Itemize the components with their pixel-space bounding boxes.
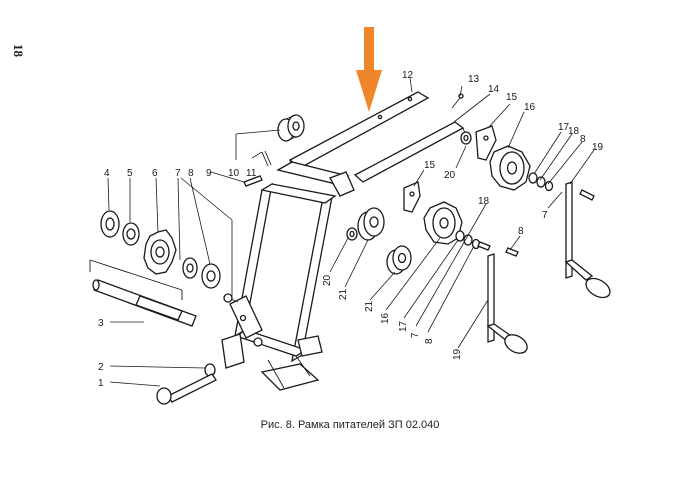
label-19: 19 (592, 142, 604, 153)
label-8: 8 (188, 168, 194, 179)
label-18b: 18 (478, 196, 490, 207)
label-5: 5 (127, 168, 133, 179)
part-4-flange (100, 210, 120, 238)
label-16b: 16 (380, 312, 391, 324)
label-17: 17 (558, 122, 570, 133)
part-15-bracket (403, 181, 421, 213)
label-9: 9 (206, 168, 212, 179)
leader-lines (107, 77, 595, 387)
part-7-bolt (223, 293, 239, 303)
part-2-nut (204, 363, 216, 377)
part-5-bearing (122, 222, 140, 246)
label-6: 6 (152, 168, 158, 179)
pointer-arrow (356, 27, 382, 112)
label-10: 10 (228, 168, 240, 179)
part-1-bolt (156, 373, 217, 405)
figure-caption: Рис. 8. Рамка питателей ЗП 02.040 (260, 419, 440, 431)
part-6-sprocket (143, 229, 177, 275)
label-18: 18 (568, 126, 580, 137)
label-8d: 8 (424, 338, 435, 344)
part-8-flange (201, 263, 221, 289)
part-labels: 1 2 3 4 5 6 7 8 9 10 11 12 13 14 15 16 1… (98, 70, 604, 389)
label-13: 13 (468, 74, 480, 85)
label-7b: 7 (542, 210, 548, 221)
label-1: 1 (98, 378, 104, 389)
label-21: 21 (338, 288, 349, 300)
label-21b: 21 (364, 300, 375, 312)
part-17-washer (455, 230, 491, 251)
part-20-washer (346, 227, 358, 241)
part-12-bar (288, 91, 430, 177)
part-16-sprocket-upper (489, 145, 531, 191)
label-2: 2 (98, 362, 104, 373)
part-13-pin (451, 93, 464, 109)
part-20-washer-upper (460, 131, 472, 145)
part-10-roller (277, 114, 305, 142)
part-7-bearing (182, 257, 198, 279)
part-21-roller (357, 207, 385, 241)
part-9-axle (243, 175, 263, 187)
part-17-washer-upper (528, 172, 554, 192)
label-20: 20 (444, 170, 456, 181)
label-19b: 19 (452, 348, 463, 360)
part-8-bolt-lower (505, 247, 519, 257)
label-8c: 8 (518, 226, 524, 237)
label-3: 3 (98, 318, 104, 329)
part-11-pin (261, 150, 272, 167)
part-3-shaft (89, 259, 197, 327)
label-20b: 20 (322, 274, 333, 286)
part-16-sprocket (423, 201, 463, 245)
label-15b: 15 (424, 160, 436, 171)
label-14: 14 (488, 84, 500, 95)
part-8-bolt-upper (579, 189, 595, 201)
label-7: 7 (175, 168, 181, 179)
label-8b: 8 (580, 134, 586, 145)
part-21-roller-lower (386, 245, 412, 275)
label-7c: 7 (410, 332, 421, 338)
label-11: 11 (246, 168, 257, 179)
label-15: 15 (506, 92, 518, 103)
label-4: 4 (104, 168, 110, 179)
label-17b: 17 (398, 320, 409, 332)
part-19-crank-lower (486, 253, 528, 354)
label-16: 16 (524, 102, 536, 113)
main-frame (221, 161, 355, 391)
part-19-crank-upper (564, 181, 611, 299)
label-12: 12 (402, 70, 414, 81)
